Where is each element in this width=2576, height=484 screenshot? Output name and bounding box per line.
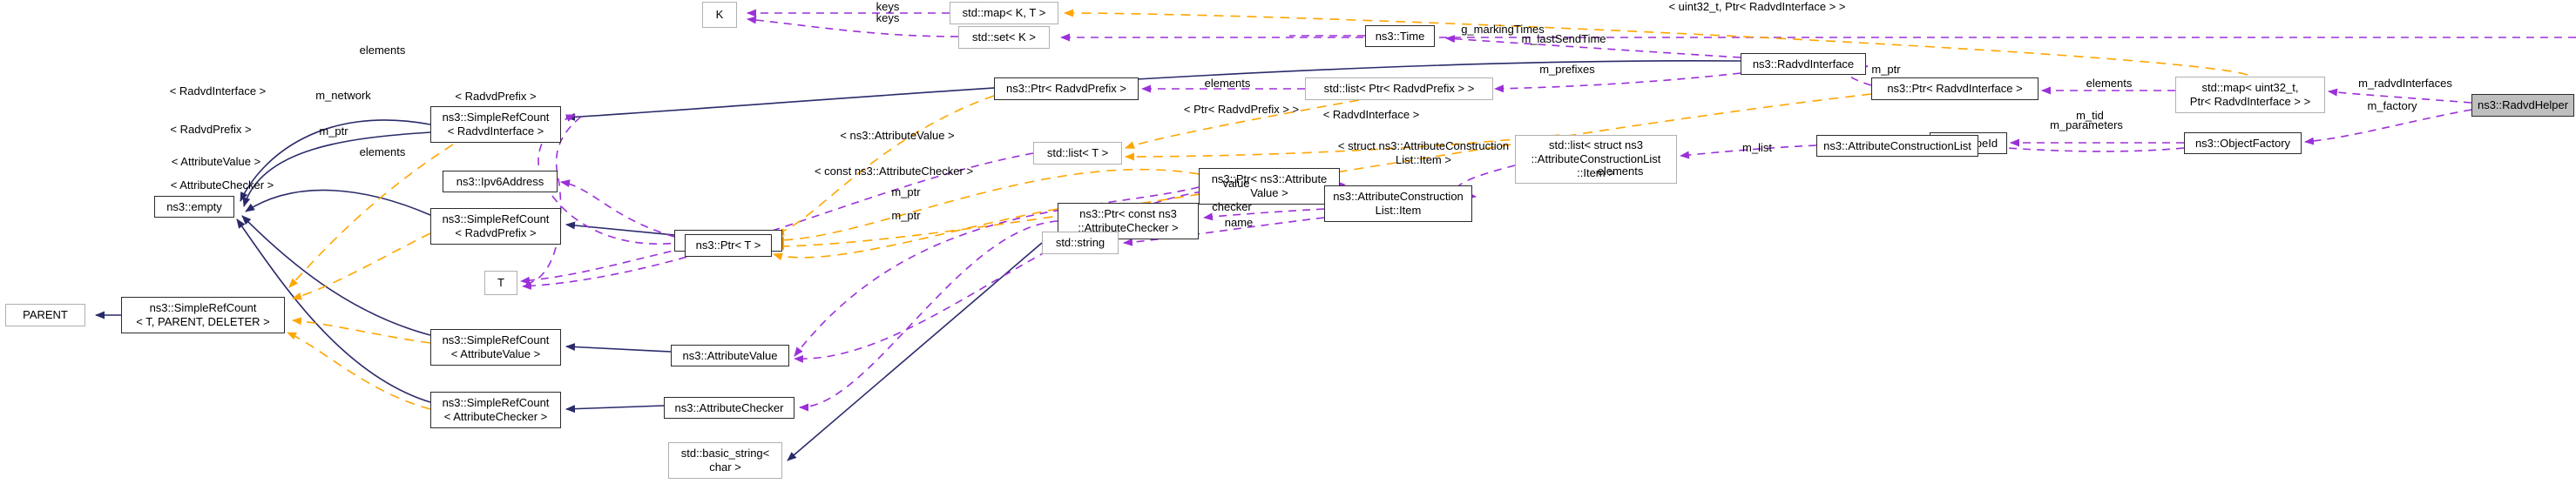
- edge-label-l-attrval-t: < ns3::AttributeValue >: [840, 129, 955, 142]
- edge-label-l-mptr3: m_ptr: [891, 185, 921, 198]
- edge-label-l-elements3: elements: [2086, 77, 2133, 90]
- edge-label-l-value: value: [1222, 177, 1250, 190]
- edge-label-l-factory: m_factory: [2367, 99, 2417, 112]
- edge-label-l-radvdif-t2: < RadvdInterface >: [1322, 108, 1420, 121]
- edge-label-l-elements1: elements: [359, 44, 406, 57]
- node-attrValue[interactable]: ns3::AttributeValue: [671, 345, 789, 366]
- node-attrCtorList[interactable]: ns3::AttributeConstructionList: [1816, 135, 1978, 157]
- edge-label-l-tid: m_tid: [2076, 109, 2104, 122]
- edge-label-l-radvdpfx-t: < RadvdPrefix >: [455, 90, 537, 103]
- node-stdSetKbox[interactable]: std::set< K >: [958, 26, 1050, 49]
- edge-label-l-ptrradvdpfx: < Ptr< RadvdPrefix > >: [1183, 103, 1300, 116]
- edge-label-l-name: name: [1224, 216, 1254, 229]
- edge-label-l-attrchk-l: < AttributeChecker >: [170, 178, 274, 192]
- node-stdMapKT[interactable]: std::map< K, T >: [950, 2, 1058, 24]
- edge-label-l-gmarking: g_markingTimes: [1461, 23, 1545, 36]
- edge-label-l-checker: checker: [1212, 200, 1252, 213]
- node-ns3empty[interactable]: ns3::empty: [154, 196, 234, 218]
- edge-label-l-elements4: elements: [359, 145, 406, 158]
- node-ptrRadvdIf[interactable]: ns3::Ptr< RadvdInterface >: [1871, 77, 2038, 100]
- node-attrCtorItem[interactable]: ns3::AttributeConstruction List::Item: [1324, 185, 1472, 222]
- edge-label-l-uint32-ptr: < uint32_t, Ptr< RadvdInterface > >: [1668, 0, 1846, 13]
- edge-label-l-keys2: keys: [876, 11, 900, 24]
- node-basicString[interactable]: std::basic_string< char >: [668, 442, 782, 479]
- node-radvdHelper[interactable]: ns3::RadvdHelper: [2471, 94, 2574, 117]
- edge-label-l-radvdifaces: m_radvdInterfaces: [2358, 77, 2452, 90]
- edge-label-l-params: m_parameters: [2050, 118, 2123, 131]
- edge-label-l-elements2: elements: [1204, 77, 1251, 90]
- edge-label-l-radvdif-tmpl: < RadvdInterface >: [169, 84, 267, 97]
- node-ptrTbox[interactable]: ns3::Ptr< T >: [685, 234, 772, 257]
- node-stdString[interactable]: std::string: [1042, 232, 1119, 254]
- node-mapU32PtrRIf[interactable]: std::map< uint32_t, Ptr< RadvdInterface …: [2175, 77, 2325, 113]
- node-parent[interactable]: PARENT: [5, 304, 85, 326]
- node-listStructACLI[interactable]: std::list< struct ns3 ::AttributeConstru…: [1515, 135, 1677, 184]
- node-tbox[interactable]: T: [484, 271, 517, 295]
- edge-label-l-constattrchk: < const ns3::AttributeChecker >: [814, 165, 974, 178]
- edge-label-l-mptr2: m_ptr: [319, 124, 348, 138]
- node-ptrRadvdPrefix[interactable]: ns3::Ptr< RadvdPrefix >: [994, 77, 1139, 100]
- edge-label-l-prefixes: m_prefixes: [1539, 63, 1595, 76]
- edge-label-l-keys1: keys: [876, 0, 900, 13]
- node-srcAttrVal[interactable]: ns3::SimpleRefCount < AttributeValue >: [430, 329, 561, 366]
- node-listPtrRadvdPfx[interactable]: std::list< Ptr< RadvdPrefix > >: [1305, 77, 1493, 100]
- node-srcAttrChk[interactable]: ns3::SimpleRefCount < AttributeChecker >: [430, 392, 561, 428]
- node-ipv6addr[interactable]: ns3::Ipv6Address: [443, 171, 558, 192]
- node-kbox[interactable]: K: [702, 2, 737, 28]
- node-attrChecker[interactable]: ns3::AttributeChecker: [664, 397, 794, 419]
- node-srcTPD[interactable]: ns3::SimpleRefCount < T, PARENT, DELETER…: [121, 297, 285, 333]
- node-ns3Time[interactable]: ns3::Time: [1365, 25, 1435, 47]
- edge-label-l-mlist: m_list: [1742, 141, 1772, 154]
- edge-label-l-network: m_network: [315, 89, 371, 102]
- edge-label-l-structacl: < struct ns3::AttributeConstruction List…: [1337, 139, 1510, 166]
- node-srcRadvdPfx[interactable]: ns3::SimpleRefCount < RadvdPrefix >: [430, 208, 561, 245]
- edge-label-l-lastsend: m_lastSendTime: [1521, 32, 1606, 45]
- node-ptrNs3AttrVal[interactable]: ns3::Ptr< ns3::Attribute Value >: [1199, 168, 1340, 205]
- edge-label-l-mptr-top: m_ptr: [1871, 63, 1901, 76]
- node-stdListT[interactable]: std::list< T >: [1033, 142, 1122, 165]
- node-radvdInterface[interactable]: ns3::RadvdInterface: [1741, 53, 1866, 75]
- edge-label-l-attrvalue-l: < AttributeValue >: [171, 155, 261, 168]
- edge-label-l-elements5: elements: [1597, 165, 1644, 178]
- edge-label-l-mptr4: m_ptr: [891, 209, 921, 222]
- node-objectFactory[interactable]: ns3::ObjectFactory: [2184, 132, 2302, 154]
- node-srcRadvdIf[interactable]: ns3::SimpleRefCount < RadvdInterface >: [430, 106, 561, 143]
- edge-label-l-radvdpfx-l: < RadvdPrefix >: [170, 123, 252, 136]
